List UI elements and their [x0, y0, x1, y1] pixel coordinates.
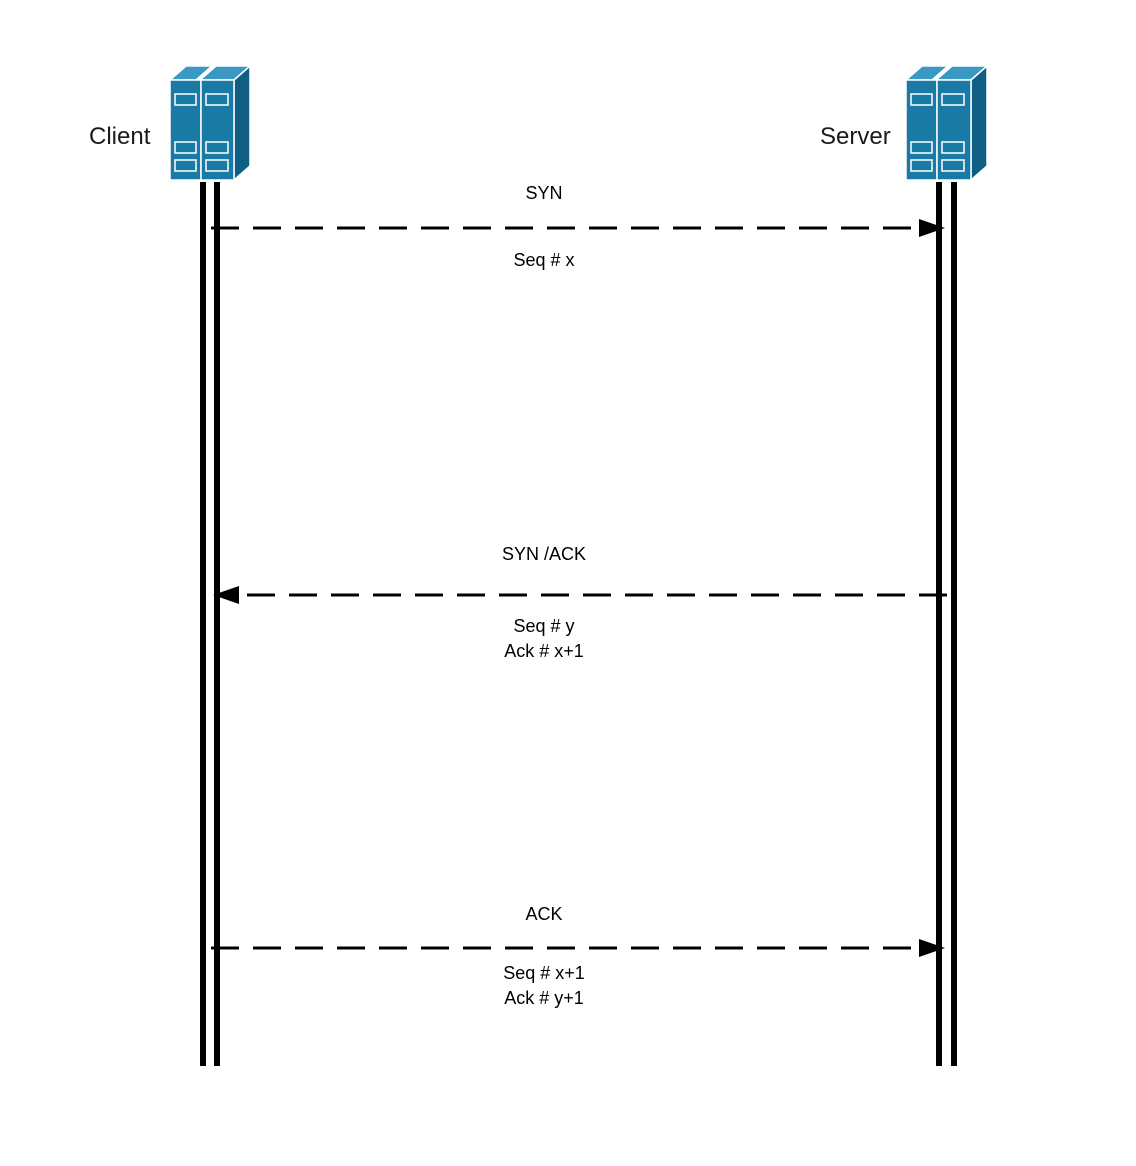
syn-ack-seq-label: Seq # y: [513, 616, 575, 636]
ack-message-title: ACK: [525, 904, 563, 924]
server-label: Server: [820, 123, 891, 150]
syn-arrow: [211, 219, 945, 237]
server-lifeline: [936, 182, 957, 1066]
syn-message-title: SYN: [525, 183, 563, 203]
client-label: Client: [89, 123, 151, 150]
client-lifeline: [200, 182, 220, 1066]
syn-ack-arrow: [213, 586, 947, 604]
syn-ack-message-title: SYN /ACK: [501, 544, 587, 564]
syn-seq-label: Seq # x: [513, 250, 575, 270]
ack-arrow: [211, 939, 945, 957]
server-server-rack-icon: [904, 64, 989, 182]
client-server-rack-icon: [168, 64, 252, 182]
ack-ack-label: Ack # y+1: [504, 988, 584, 1008]
ack-seq-label: Seq # x+1: [503, 963, 585, 983]
syn-ack-ack-label: Ack # x+1: [504, 641, 584, 661]
